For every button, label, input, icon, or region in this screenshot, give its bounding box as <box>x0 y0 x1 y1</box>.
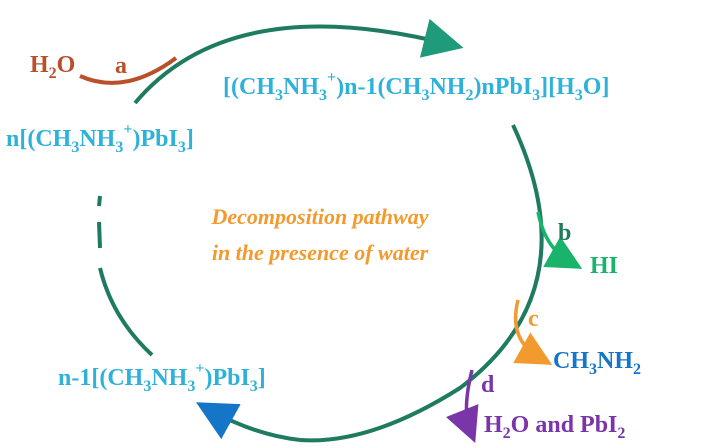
cycle-arc-left-dash2 <box>97 195 102 207</box>
center-title-line2: in the presence of water <box>212 240 429 265</box>
water-arrow-a <box>79 56 178 85</box>
step-label-d: d <box>481 372 495 398</box>
species-perovskite: n[(CH3NH3+)PbI3] <box>6 121 194 156</box>
product-water-lead-iodide: H2O and PbI2 <box>484 412 625 442</box>
cycle-arc-right <box>299 124 544 443</box>
step-label-a: a <box>115 53 127 79</box>
step-label-c: c <box>528 306 539 332</box>
species-degraded-perovskite: n-1[(CH3NH3+)PbI3] <box>58 360 266 395</box>
branch-arrow-b <box>536 211 583 269</box>
species-hydrate-intermediate: [(CH3NH3+)n-1(CH3NH2)nPbI3][H3O] <box>223 69 609 104</box>
cycle-arc-left-dash1 <box>97 221 102 249</box>
product-methylamine: CH3NH2 <box>553 348 641 378</box>
center-title-line1: Decomposition pathway <box>211 204 429 229</box>
reactant-water: H2O <box>30 52 75 82</box>
cycle-arc-left-lower <box>98 267 154 357</box>
branch-arrow-c <box>513 299 553 365</box>
step-label-b: b <box>558 220 571 246</box>
cycle-arc-bottom-arrow <box>196 402 301 442</box>
branch-arrow-d <box>445 369 479 444</box>
cycle-arc-top <box>133 18 464 105</box>
product-hi: HI <box>590 253 618 279</box>
